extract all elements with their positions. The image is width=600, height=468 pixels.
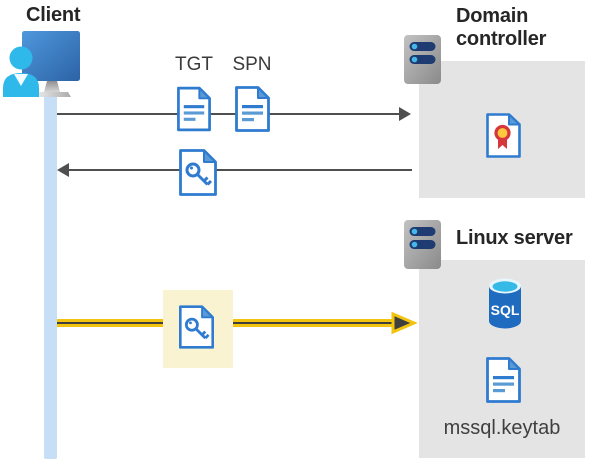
- monitor-screen: [22, 31, 80, 81]
- certificate-document-icon: [486, 113, 521, 158]
- monitor-stand-base: [33, 92, 71, 97]
- domain-controller-title: Domain controller: [456, 5, 547, 50]
- linux-server-title: Linux server: [456, 227, 573, 249]
- response-arrow-head-icon: [57, 163, 69, 177]
- client-label: Client: [26, 4, 81, 26]
- request-arrow-line: [57, 113, 399, 115]
- keytab-filename-label: mssql.keytab: [443, 417, 561, 439]
- monitor-stand-neck: [44, 81, 60, 92]
- request-arrow-head-icon: [399, 107, 411, 121]
- spn-document-icon: [235, 86, 270, 132]
- tgt-document-icon: [177, 86, 211, 132]
- client-lifeline: [44, 94, 57, 459]
- tgt-label: TGT: [175, 54, 213, 75]
- person-head: [9, 46, 33, 70]
- spn-label: SPN: [232, 54, 272, 75]
- highlighted-key-document-icon: [179, 305, 214, 349]
- response-arrow-line: [69, 169, 412, 171]
- domain-controller-server-icon: [404, 35, 441, 84]
- key-document-icon: [179, 149, 217, 196]
- keytab-document-icon: [486, 357, 521, 403]
- person-collar: [14, 74, 28, 86]
- sql-database-icon: SQL: [489, 278, 521, 329]
- sql-badge-text: SQL: [491, 302, 520, 318]
- linux-server-icon: [404, 220, 441, 269]
- client-computer-icon: [3, 31, 80, 97]
- highlight-arrow-head-icon: [391, 311, 417, 335]
